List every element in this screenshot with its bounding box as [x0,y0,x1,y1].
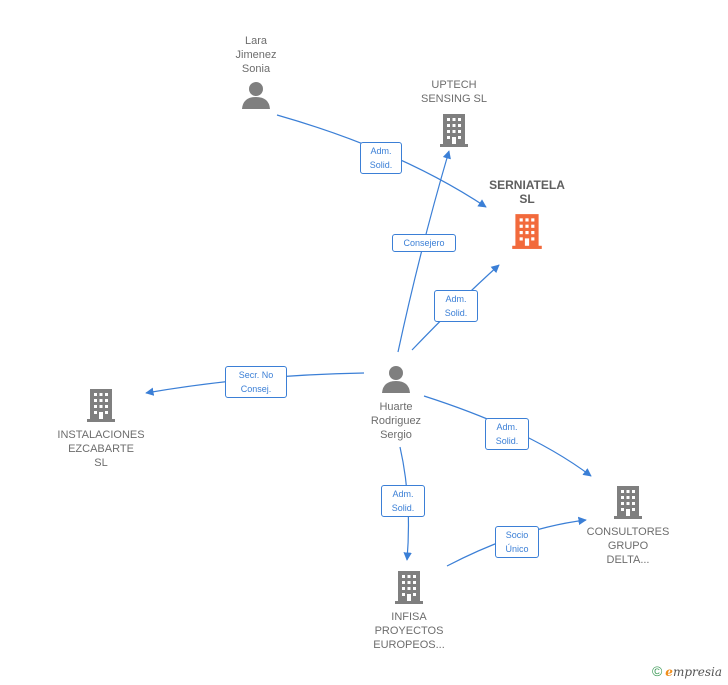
building-icon [87,389,115,422]
node-label: UPTECH SENSING SL [420,79,488,105]
node-lara-jimenez-sonia[interactable]: Lara Jimenez Sonia [210,34,302,110]
node-label: Lara Jimenez Sonia [235,35,277,75]
building-icon [614,486,642,519]
edge-label-huarte-infisa[interactable]: Adm. Solid. [381,485,425,517]
node-label: INFISA PROYECTOS EUROPEOS... [373,611,445,651]
person-icon [242,82,270,109]
node-label: SERNIATELA SL [489,178,565,206]
brand-name: mpresia [672,665,722,679]
edge-label-huarte-consultores[interactable]: Adm. Solid. [485,418,529,450]
edge-label-infisa-consultores[interactable]: Socio Único [495,526,539,558]
node-label: CONSULTORES GRUPO DELTA... [586,526,670,566]
edge-label-huarte-serniatela[interactable]: Adm. Solid. [434,290,478,322]
brand-logo: ©empresia [652,663,722,679]
edge-label-huarte-instalaciones[interactable]: Secr. No Consej. [225,366,287,398]
node-infisa-proyectos-europeos[interactable]: INFISA PROYECTOS EUROPEOS... [356,569,462,652]
edge-label-huarte-uptech[interactable]: Consejero [392,234,456,252]
building-icon [395,571,423,604]
node-serniatela[interactable]: SERNIATELA SL [475,178,579,250]
building-icon [512,214,542,249]
node-uptech-sensing[interactable]: UPTECH SENSING SL [402,78,506,148]
building-icon [440,114,468,147]
node-consultores-grupo-delta[interactable]: CONSULTORES GRUPO DELTA... [576,484,680,567]
node-label: Huarte Rodriguez Sergio [370,401,422,441]
node-instalaciones-ezcabarte[interactable]: INSTALACIONES EZCABARTE SL [44,387,158,470]
person-icon [382,366,410,393]
node-huarte-rodriguez-sergio[interactable]: Huarte Rodriguez Sergio [346,364,446,442]
brand-initial: e [665,665,673,679]
edge-label-lara-serniatela[interactable]: Adm. Solid. [360,142,402,174]
node-label: INSTALACIONES EZCABARTE SL [57,429,145,469]
copyright-symbol: © [651,663,663,679]
